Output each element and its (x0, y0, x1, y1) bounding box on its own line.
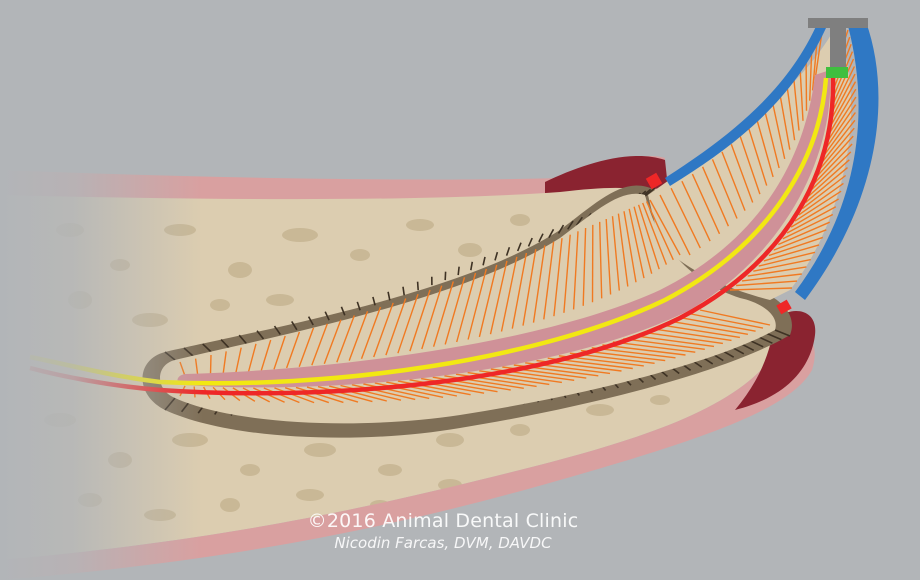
author-credit: Nicodin Farcas, DVM, DAVDC (334, 534, 552, 552)
copyright-text: ©2016 Animal Dental Clinic (307, 510, 579, 532)
